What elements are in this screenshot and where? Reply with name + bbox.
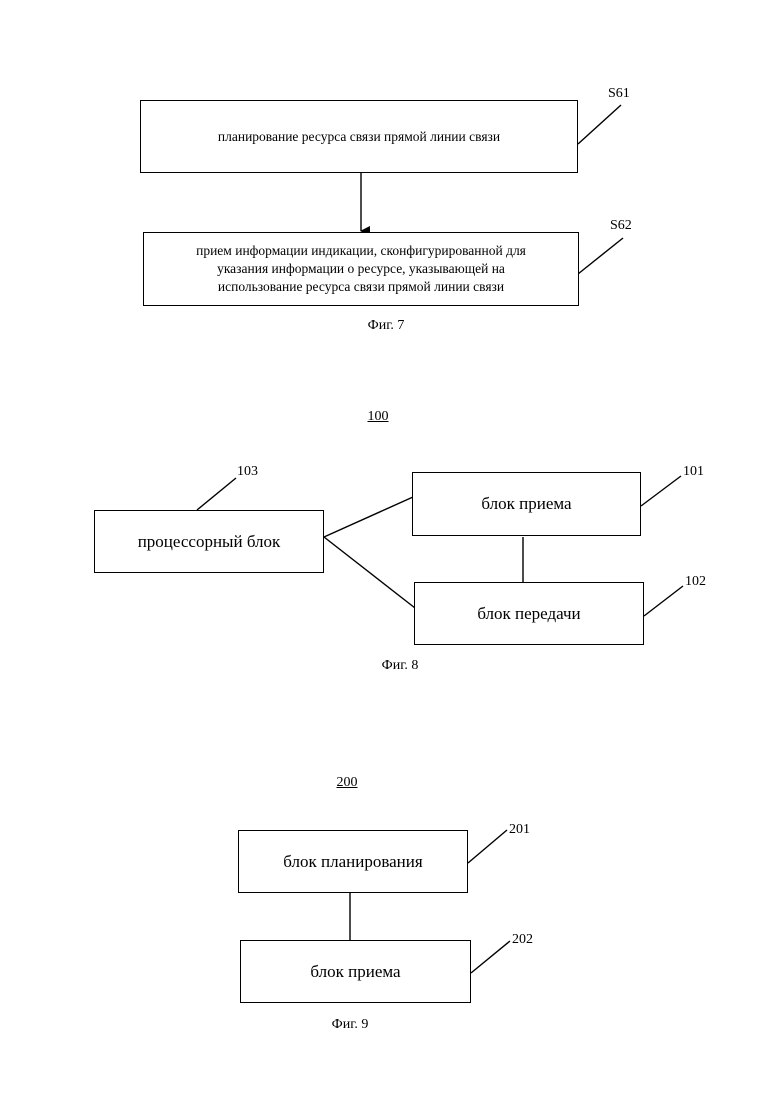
fig9-ref-201: 201 <box>509 822 530 838</box>
fig7-box-s62: прием информации индикации, сконфигуриро… <box>143 232 579 306</box>
fig9-caption: Фиг. 9 <box>332 1017 369 1033</box>
fig9-leader-202 <box>471 941 510 973</box>
fig8-caption: Фиг. 8 <box>382 658 419 674</box>
fig8-box-processor: процессорный блок <box>94 510 324 573</box>
fig9-box-receive-text: блок приема <box>310 962 400 982</box>
fig7-box-s61-text: планирование ресурса связи прямой линии … <box>218 128 500 146</box>
fig8-box-transmit-text: блок передачи <box>477 604 580 624</box>
fig9-box-receive: блок приема <box>240 940 471 1003</box>
fig9-box-planning: блок планирования <box>238 830 468 893</box>
fig8-ref-101: 101 <box>683 464 704 480</box>
fig8-line-processor-to-transmit <box>324 537 415 608</box>
fig7-caption: Фиг. 7 <box>368 318 405 334</box>
fig8-box-receive: блок приема <box>412 472 641 536</box>
fig8-box-processor-text: процессорный блок <box>138 532 281 552</box>
fig8-number: 100 <box>368 409 389 425</box>
fig7-box-s62-line-1: прием информации индикации, сконфигуриро… <box>196 242 526 260</box>
fig7-box-s62-line-3: использование ресурса связи прямой линии… <box>196 278 526 296</box>
fig8-box-receive-text: блок приема <box>481 494 571 514</box>
fig8-line-processor-to-receive <box>324 497 413 537</box>
fig7-leader-s61 <box>578 105 621 144</box>
fig8-leader-102 <box>644 586 683 616</box>
fig8-leader-103 <box>197 478 236 510</box>
fig8-box-transmit: блок передачи <box>414 582 644 645</box>
fig9-leader-201 <box>468 830 507 863</box>
fig9-number: 200 <box>337 775 358 791</box>
fig8-leader-101 <box>641 476 681 506</box>
fig7-ref-s62: S62 <box>610 218 632 234</box>
fig7-box-s62-line-2: указания информации о ресурсе, указывающ… <box>196 260 526 278</box>
fig7-leader-s62 <box>578 238 623 274</box>
fig9-ref-202: 202 <box>512 932 533 948</box>
fig7-box-s61: планирование ресурса связи прямой линии … <box>140 100 578 173</box>
fig8-ref-102: 102 <box>685 574 706 590</box>
fig9-box-planning-text: блок планирования <box>283 852 422 872</box>
fig7-ref-s61: S61 <box>608 86 630 102</box>
fig8-ref-103: 103 <box>237 464 258 480</box>
fig7-box-s62-text: прием информации индикации, сконфигуриро… <box>196 242 526 296</box>
